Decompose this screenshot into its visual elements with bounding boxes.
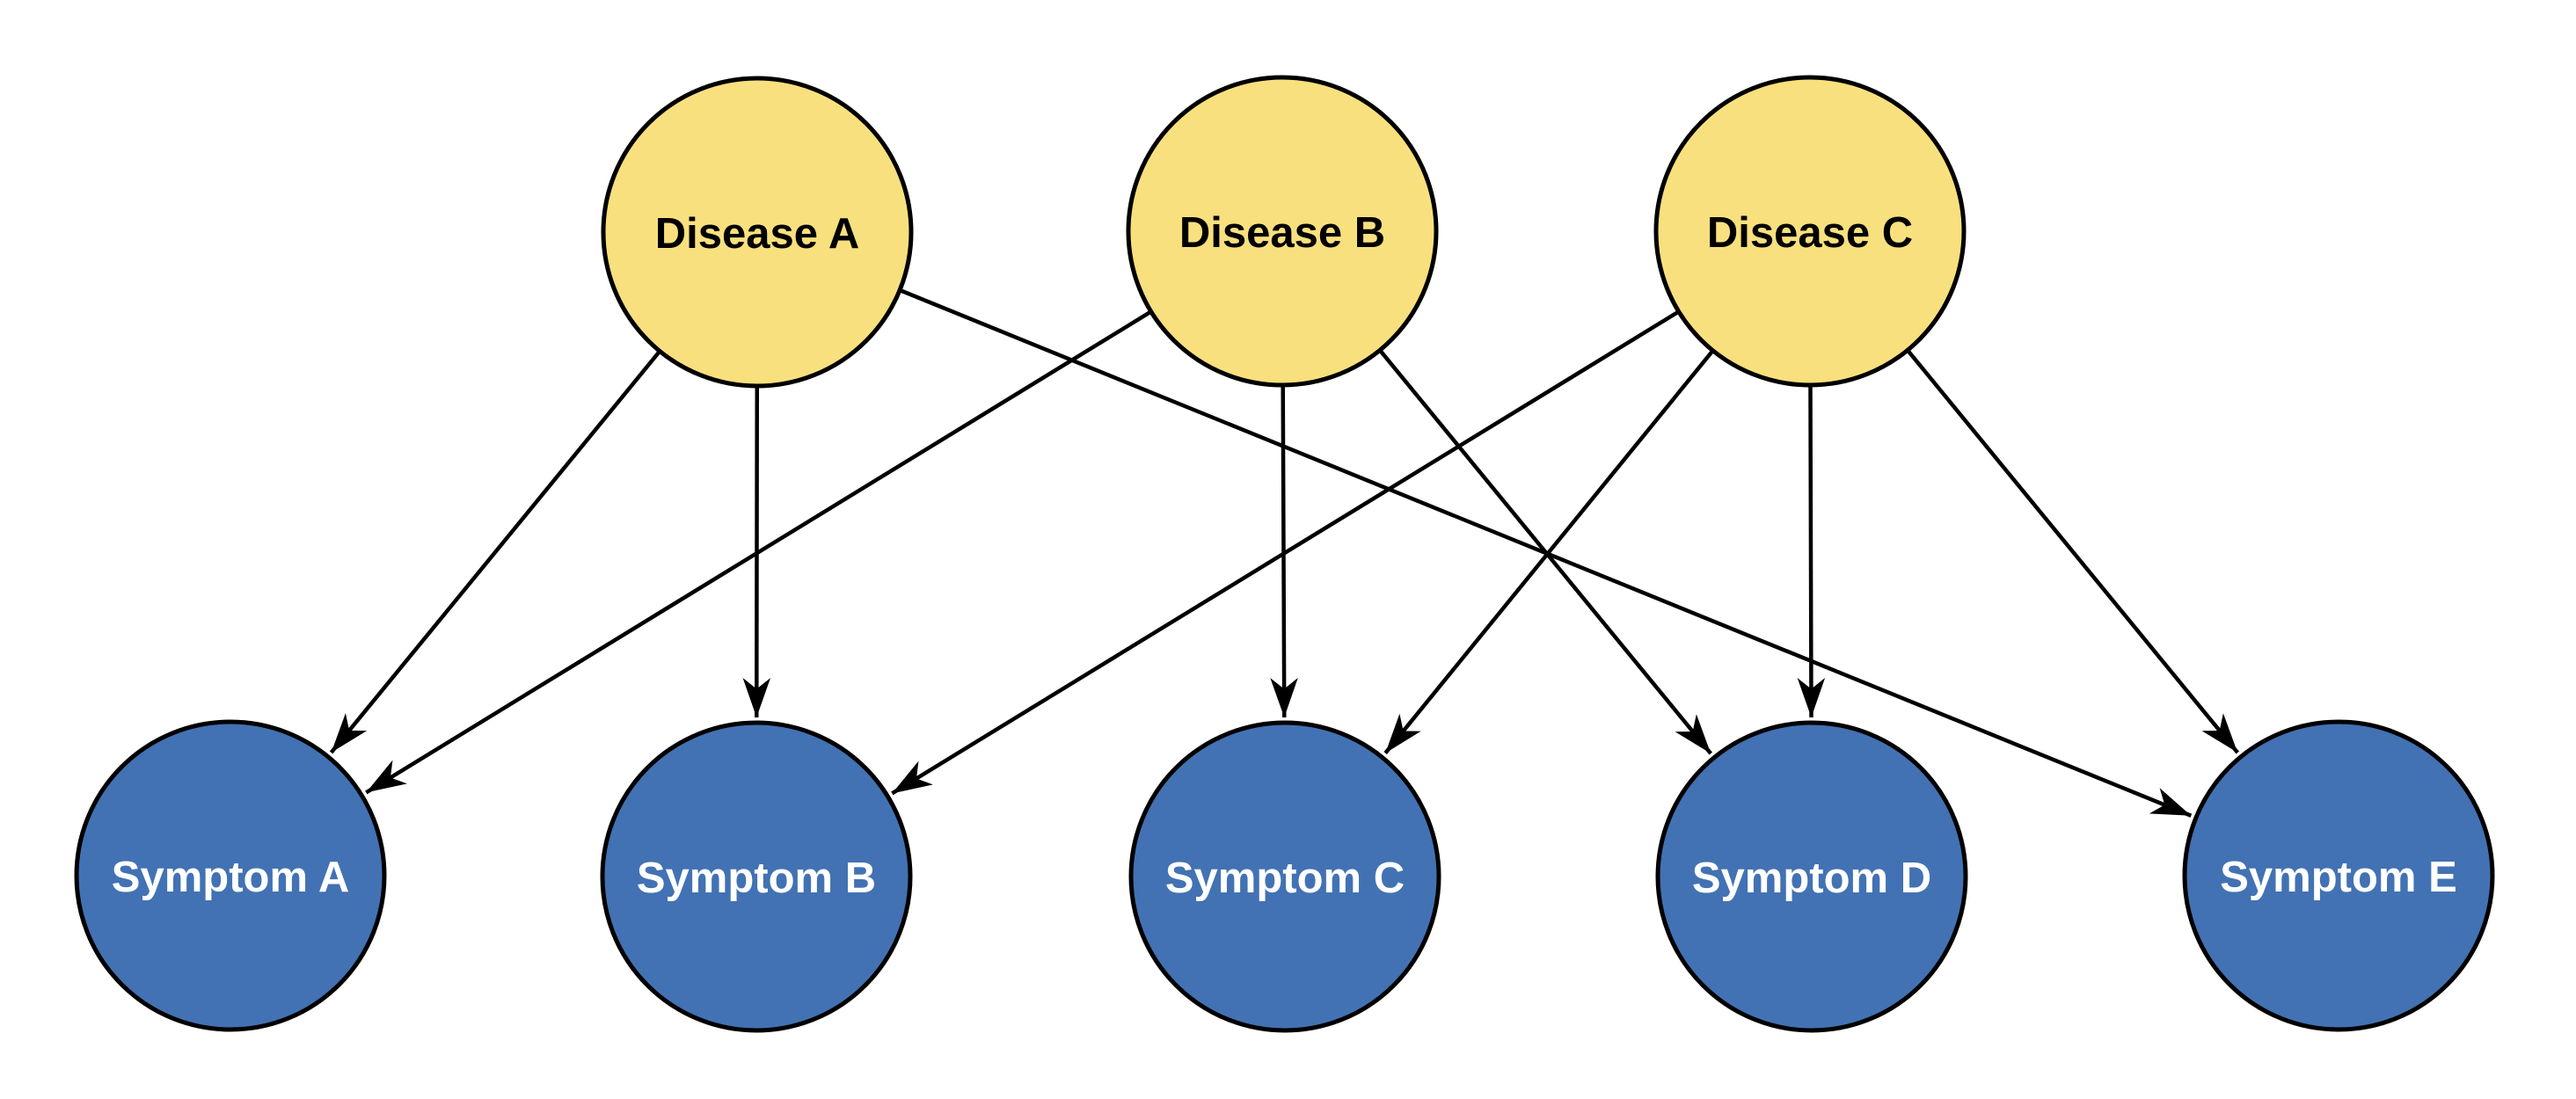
- node-disease-b: Disease B: [1126, 75, 1439, 388]
- symptom-d-label: Symptom D: [1692, 855, 1931, 902]
- symptom-c-label: Symptom C: [1165, 855, 1405, 902]
- disease-b-circle: [1126, 75, 1439, 388]
- node-disease-a: Disease A: [601, 76, 914, 389]
- disease-c-label: Disease C: [1707, 209, 1913, 257]
- symptom-b-circle: [600, 720, 913, 1033]
- node-symptom-e: Symptom E: [2182, 719, 2495, 1032]
- edge-disease-c-to-symptom-c: [1383, 350, 1714, 755]
- edge-layer: [329, 288, 2239, 818]
- edge-disease-a-to-symptom-a: [329, 350, 661, 754]
- symptom-b-label: Symptom B: [637, 855, 876, 902]
- disease-b-label: Disease B: [1179, 209, 1385, 257]
- edge-disease-c-to-symptom-e: [1906, 349, 2239, 754]
- edge-disease-b-to-symptom-d: [1378, 349, 1712, 755]
- node-layer: Disease A Disease B Disease C Symptom A Symp…: [74, 75, 2495, 1033]
- node-symptom-d: Symptom D: [1655, 720, 1968, 1033]
- disease-a-label: Disease A: [655, 210, 859, 258]
- symptom-d-circle: [1655, 720, 1968, 1033]
- symptom-e-label: Symptom E: [2220, 854, 2457, 901]
- node-symptom-c: Symptom C: [1128, 720, 1441, 1033]
- disease-a-circle: [601, 76, 914, 389]
- node-disease-c: Disease C: [1653, 75, 1967, 388]
- node-symptom-b: Symptom B: [600, 720, 913, 1033]
- edge-disease-c-to-symptom-b: [891, 310, 1680, 796]
- edge-disease-c-to-symptom-d: [1797, 385, 1826, 718]
- disease-c-circle: [1653, 75, 1967, 388]
- symptom-c-circle: [1128, 720, 1441, 1033]
- node-symptom-a: Symptom A: [74, 719, 387, 1032]
- symptom-e-circle: [2182, 719, 2495, 1032]
- edge-disease-b-to-symptom-a: [365, 310, 1152, 795]
- symptom-a-label: Symptom A: [112, 854, 349, 901]
- symptom-a-circle: [74, 719, 387, 1032]
